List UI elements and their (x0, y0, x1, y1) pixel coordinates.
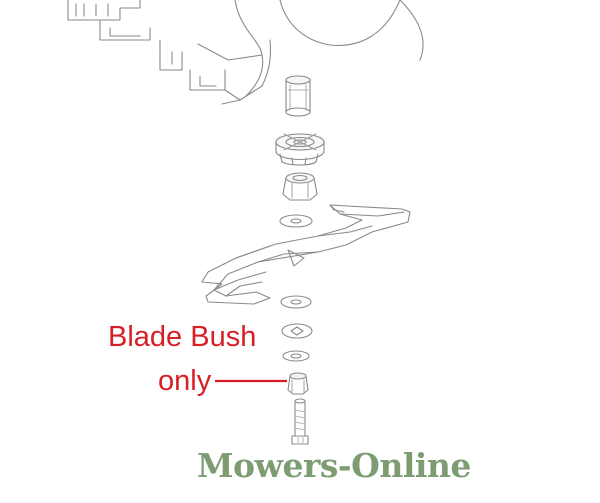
upper-washer (279, 214, 313, 228)
upper-spacer (285, 75, 311, 117)
watermark-mowers-online: Mowers-Online (197, 446, 471, 485)
callout-label-only: only (158, 365, 212, 397)
adapter (282, 172, 318, 201)
callout-label-blade-bush: Blade Bush (108, 321, 257, 353)
lower-washer (280, 295, 312, 309)
blade-bolt (291, 398, 309, 445)
diamond-washer (281, 323, 313, 339)
deck-housing (67, 0, 424, 105)
cutting-blade (201, 204, 411, 305)
pulley-hub (275, 133, 325, 166)
spring-washer (282, 350, 310, 362)
blade-bush (287, 372, 309, 395)
